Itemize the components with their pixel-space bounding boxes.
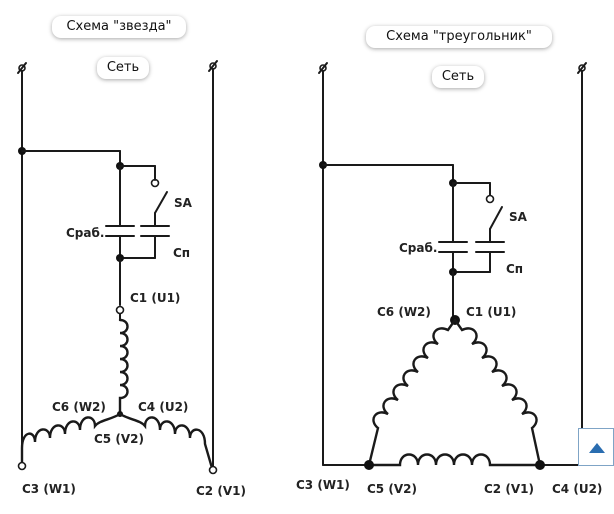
- delta-switch-sa: [489, 206, 503, 230]
- star-label-c-work: Сраб.: [66, 226, 105, 240]
- star-network-label: Сеть: [97, 57, 149, 79]
- delta-label-c6: C6 (W2): [377, 305, 431, 319]
- star-terminal-c3: [17, 461, 27, 471]
- star-coil-vertical: [118, 318, 129, 414]
- star-label-c3: C3 (W1): [22, 482, 76, 496]
- delta-label-sa: SA: [509, 210, 527, 224]
- star-title: Схема "звезда": [52, 16, 186, 38]
- star-label-c-start: Сп: [173, 246, 191, 260]
- delta-label-c-work: Сраб.: [399, 241, 438, 255]
- star-label-sa: SA: [174, 196, 192, 210]
- delta-title: Схема "треугольник": [366, 26, 552, 48]
- delta-network-label: Сеть: [432, 66, 484, 88]
- delta-scheme: [318, 62, 587, 470]
- delta-label-c4: C4 (U2): [552, 482, 603, 496]
- delta-node-left: [364, 460, 374, 470]
- triangle-up-icon: [589, 443, 605, 453]
- star-coil-left: [20, 412, 122, 466]
- star-mains-terminal-left: [17, 62, 27, 74]
- delta-label-c-start: Сп: [506, 262, 524, 276]
- star-scheme: [17, 60, 218, 475]
- star-coil-right: [118, 412, 214, 470]
- star-label-c4: C4 (U2): [138, 400, 189, 414]
- delta-coil-right: [453, 318, 542, 467]
- delta-switch-contact: [485, 194, 495, 204]
- delta-label-c3: C3 (W1): [296, 478, 350, 492]
- delta-label-c1: C1 (U1): [466, 305, 517, 319]
- star-terminal-c1: [115, 305, 125, 315]
- scroll-top-button[interactable]: [578, 428, 614, 466]
- star-label-c1: C1 (U1): [130, 291, 181, 305]
- star-label-c5: C5 (V2): [94, 432, 144, 446]
- star-mains-terminal-right: [208, 60, 218, 72]
- delta-coil-bottom: [367, 453, 542, 467]
- star-label-c6: C6 (W2): [52, 400, 106, 414]
- star-terminal-c2: [208, 465, 218, 475]
- star-label-c2: C2 (V1): [196, 484, 246, 498]
- delta-label-c5: C5 (V2): [367, 482, 417, 496]
- delta-coil-left: [367, 318, 457, 467]
- star-switch-sa: [154, 191, 168, 214]
- delta-label-c2: C2 (V1): [484, 482, 534, 496]
- delta-node-right: [535, 460, 545, 470]
